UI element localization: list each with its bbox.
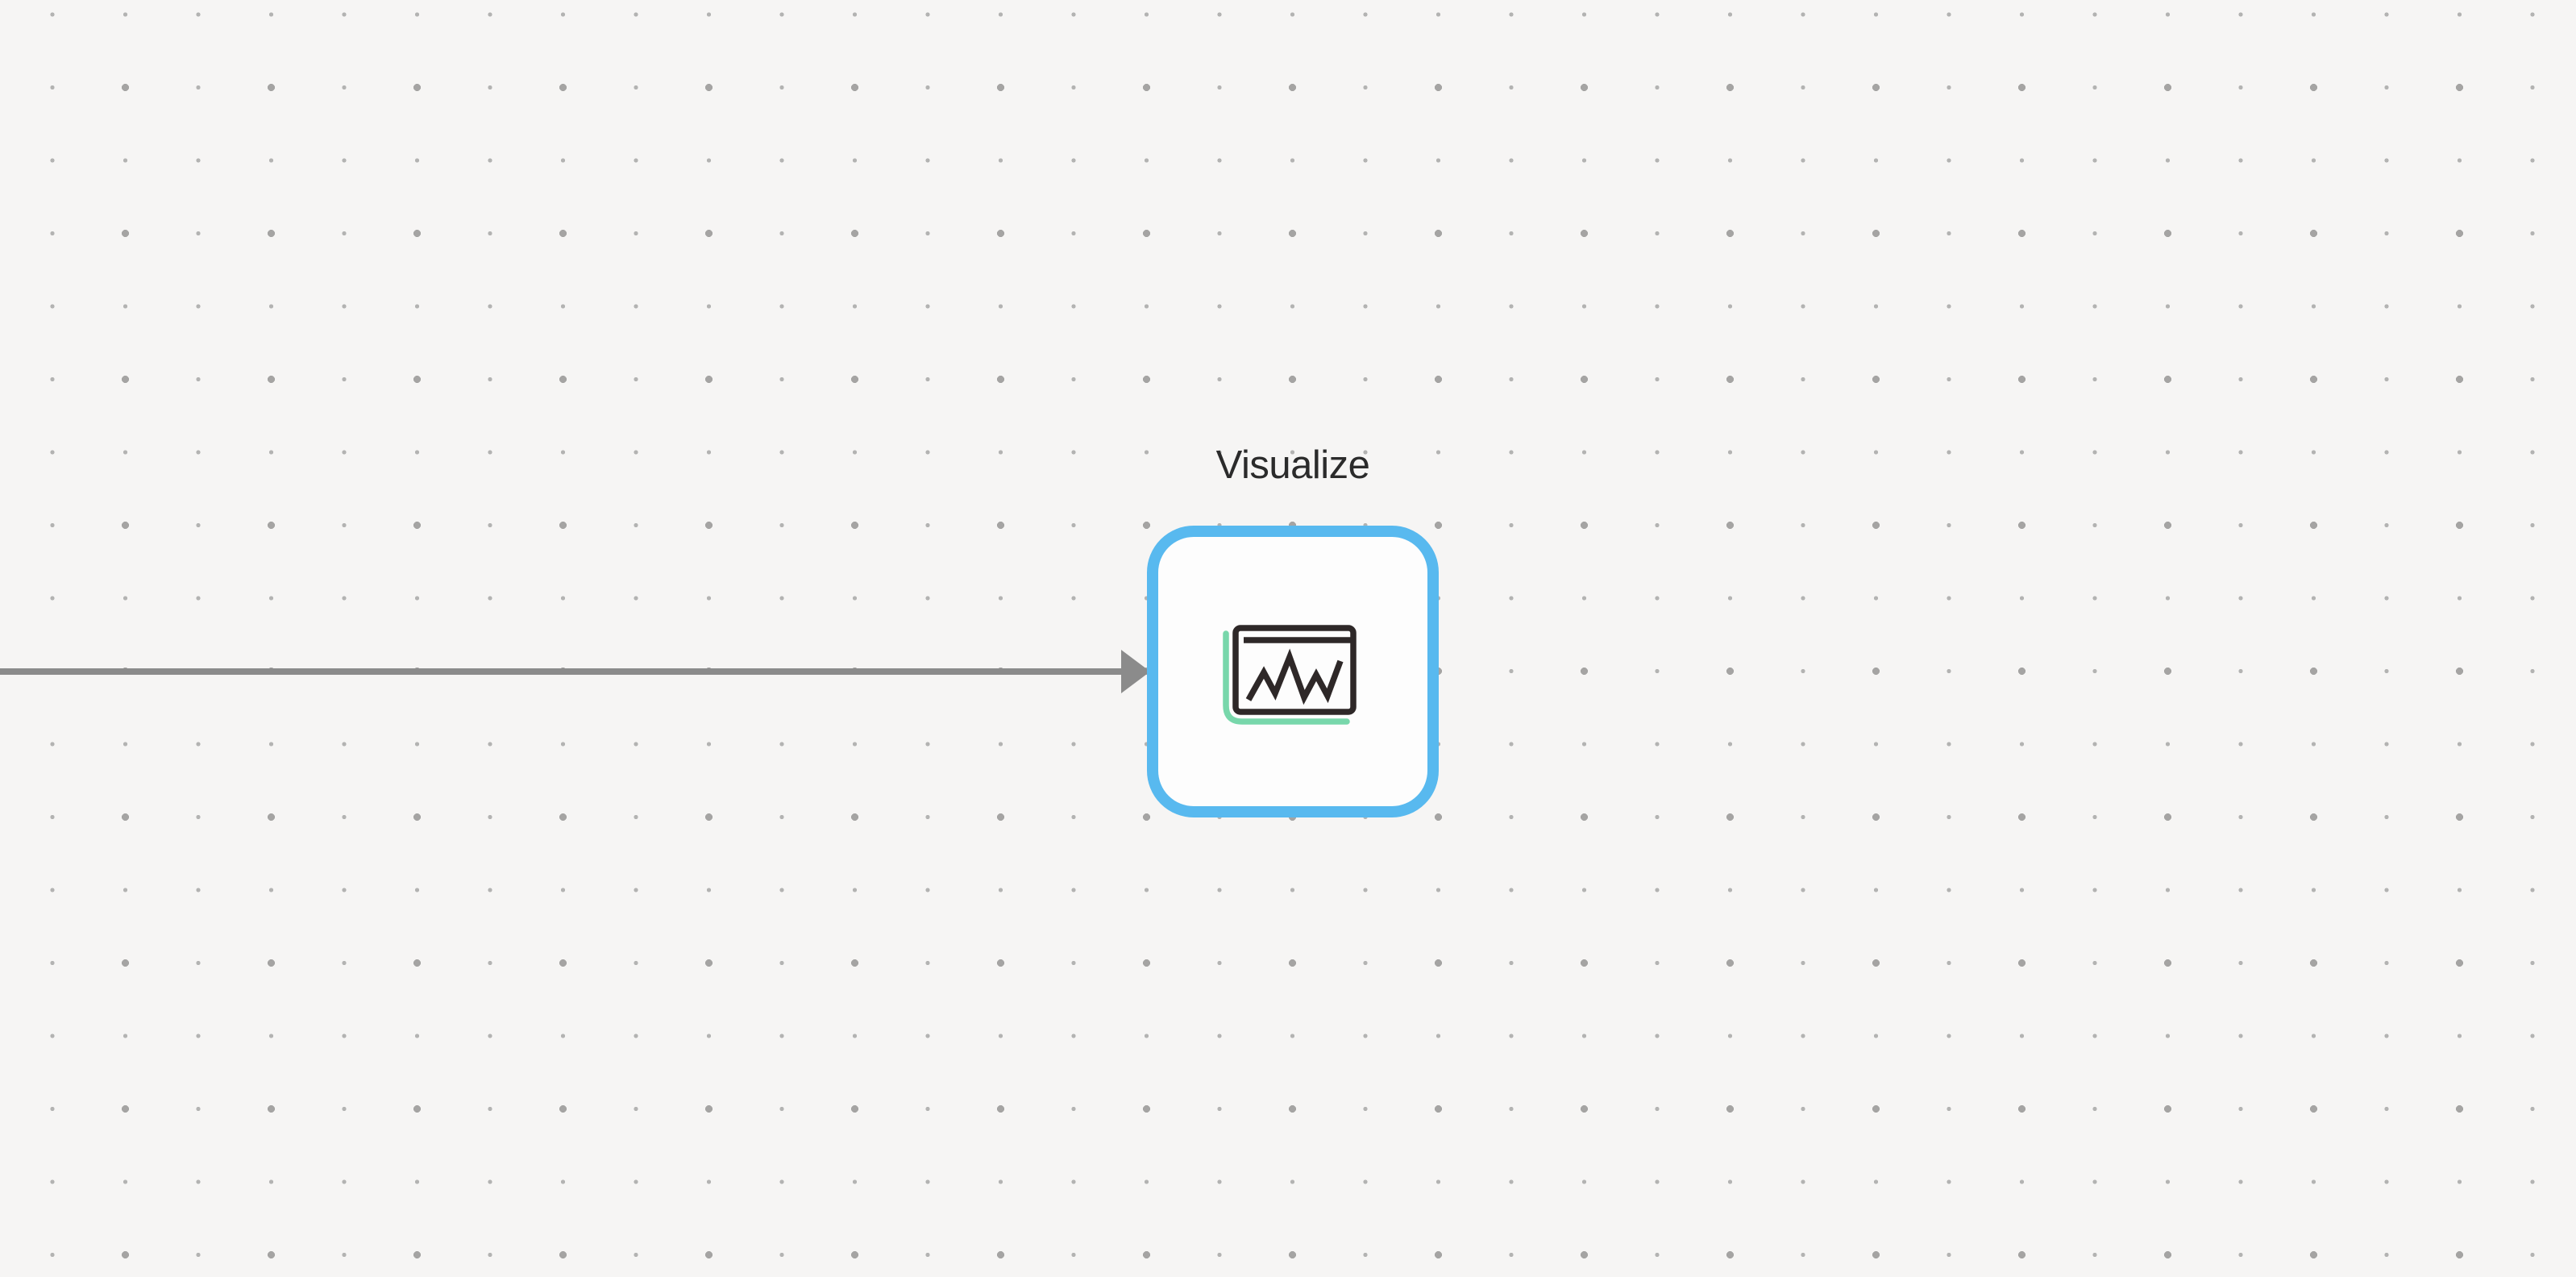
edge-arrowhead-icon bbox=[1121, 650, 1150, 693]
node-visualize[interactable] bbox=[1147, 526, 1439, 817]
icon-accent-shadow bbox=[1223, 630, 1350, 725]
node-title: Visualize bbox=[1215, 443, 1370, 487]
icon-line-chart bbox=[1245, 648, 1344, 705]
chart-presentation-icon bbox=[1223, 625, 1357, 725]
